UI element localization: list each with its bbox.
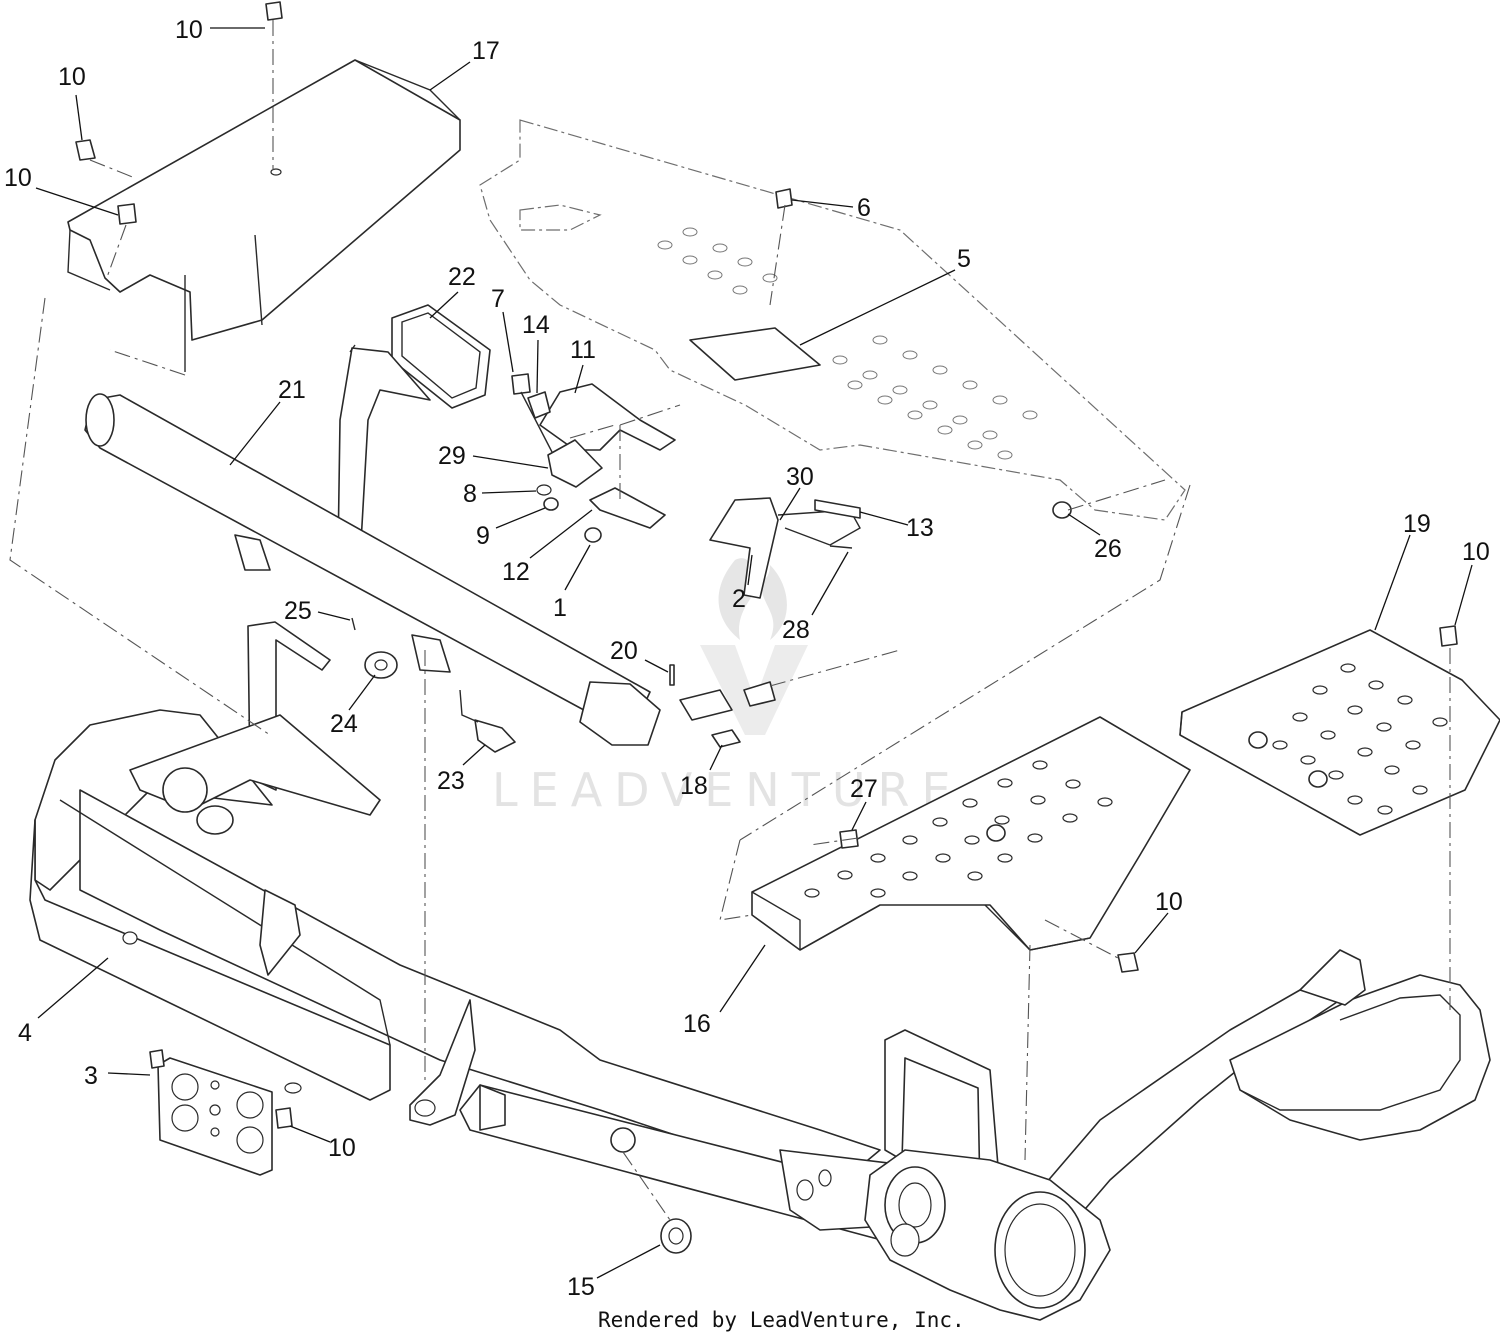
linkage-rod <box>669 649 901 748</box>
callout-10: 10 <box>1462 538 1490 566</box>
callout-8: 8 <box>463 480 477 508</box>
part-26-nut <box>1052 501 1072 519</box>
callout-10: 10 <box>58 63 86 91</box>
part-21-cross-shaft <box>84 393 661 746</box>
part-3-mount-plate <box>157 1057 273 1176</box>
pedal-arm <box>337 344 431 561</box>
part-16-footrest <box>751 716 1191 951</box>
rear-bracket <box>884 1029 1001 1196</box>
callout-30: 30 <box>786 463 814 491</box>
part-28-pin <box>829 545 853 549</box>
callout-10: 10 <box>175 16 203 44</box>
watermark-text: LEADVENTURE <box>492 763 963 817</box>
callout-11: 11 <box>570 336 596 364</box>
callout-9: 9 <box>476 522 490 550</box>
callout-27: 27 <box>850 775 878 803</box>
callout-18: 18 <box>680 772 708 800</box>
callout-12: 12 <box>502 558 530 586</box>
watermark: LEADVENTURE <box>492 558 963 817</box>
callout-10: 10 <box>328 1134 356 1162</box>
callout-14: 14 <box>522 311 550 339</box>
callout-26: 26 <box>1094 535 1122 563</box>
callout-6: 6 <box>857 194 871 222</box>
callout-5: 5 <box>957 245 971 273</box>
callout-23: 23 <box>437 767 465 795</box>
footer-credit: Rendered by LeadVenture, Inc. <box>598 1308 965 1332</box>
part-11-bracket <box>539 383 676 451</box>
callout-13: 13 <box>906 514 934 542</box>
leader-lines <box>35 27 1473 1279</box>
part-24-washer <box>364 651 398 679</box>
callout-29: 29 <box>438 442 466 470</box>
callout-labels: 10 17 10 10 6 5 22 7 14 11 21 29 8 9 12 … <box>4 16 1490 1301</box>
callout-19: 19 <box>1403 510 1431 538</box>
callout-20: 20 <box>610 637 638 665</box>
callout-2: 2 <box>732 585 746 613</box>
part-6-bolt <box>775 188 793 209</box>
part-17-shroud <box>67 59 461 372</box>
callout-1: 1 <box>553 594 567 622</box>
part-30-lever <box>709 497 861 599</box>
part-15-grommet <box>610 1127 692 1254</box>
part-7-bolt <box>511 373 553 453</box>
part-14-spring-clip <box>527 391 551 419</box>
part-12-bracket <box>589 487 666 529</box>
callout-24: 24 <box>330 710 358 738</box>
callout-3: 3 <box>84 1062 98 1090</box>
phantom-frame-plate <box>479 119 1186 521</box>
callout-10: 10 <box>1155 888 1183 916</box>
rear-tube-frame <box>1039 949 1491 1216</box>
part-19-foot-plate <box>1179 629 1500 836</box>
callout-25: 25 <box>284 597 312 625</box>
watermark-logo-icon <box>718 558 787 640</box>
callout-16: 16 <box>683 1010 711 1038</box>
part-23-pin <box>459 689 516 753</box>
part-1-nut <box>584 527 602 543</box>
rear-axle-housing <box>864 1149 1111 1321</box>
part-4-frame <box>29 709 991 1261</box>
callout-17: 17 <box>472 37 500 65</box>
callout-10: 10 <box>4 164 32 192</box>
callout-15: 15 <box>567 1273 595 1301</box>
callout-28: 28 <box>782 616 810 644</box>
callout-7: 7 <box>491 285 505 313</box>
watermark-v-icon <box>700 645 808 735</box>
part-29-bracket <box>547 439 603 488</box>
bolts <box>75 1 1458 1129</box>
part-9-nut <box>543 497 559 511</box>
callout-4: 4 <box>18 1019 32 1047</box>
assembly-lines <box>9 20 1451 1221</box>
callout-22: 22 <box>448 263 476 291</box>
part-8-washer <box>536 484 552 496</box>
callout-21: 21 <box>278 376 306 404</box>
